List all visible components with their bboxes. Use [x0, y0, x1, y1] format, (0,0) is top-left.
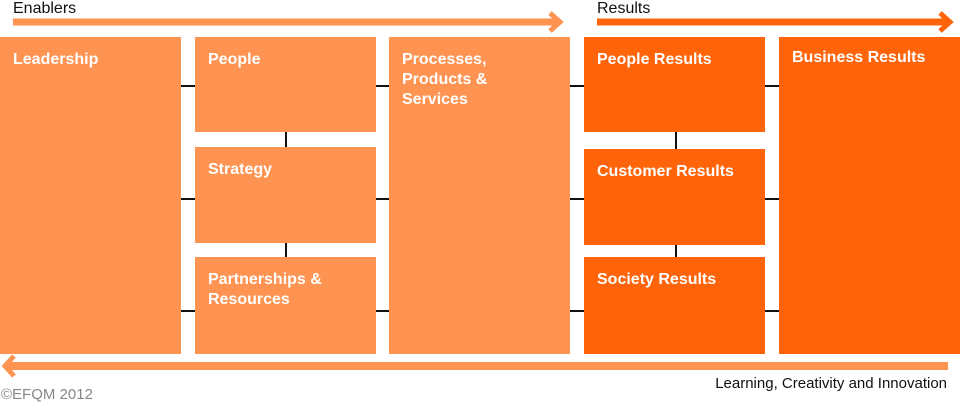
copyright: ©EFQM 2012 [1, 386, 93, 403]
learning-label: Learning, Creativity and Innovation [715, 375, 947, 392]
leadership-label: Leadership [13, 51, 99, 68]
learning-arrow [1, 354, 948, 378]
customer-results-label: Customer Results [597, 163, 734, 180]
connector [285, 132, 287, 147]
connector [181, 85, 195, 87]
connector [570, 310, 584, 312]
people-results-label: People Results [597, 51, 712, 68]
connector [181, 198, 195, 200]
business-results-box: Business Results [779, 37, 960, 354]
connector [570, 85, 584, 87]
customer-results-box: Customer Results [584, 149, 765, 245]
society-results-label: Society Results [597, 271, 717, 288]
partnerships-box: Partnerships & Resources [195, 257, 376, 354]
enablers-arrow [13, 11, 564, 33]
connector [675, 245, 677, 257]
society-results-box: Society Results [584, 257, 765, 354]
processes-box: Processes, Products & Services [389, 37, 570, 354]
business-results-label: Business Results [792, 49, 926, 66]
processes-label: Processes, Products & Services [402, 51, 488, 108]
connector [285, 243, 287, 257]
connector [376, 85, 389, 87]
people-results-box: People Results [584, 37, 765, 132]
partnerships-label: Partnerships & Resources [208, 271, 322, 308]
connector [376, 310, 389, 312]
connector [765, 310, 779, 312]
connector [765, 198, 779, 200]
results-label: Results [597, 0, 651, 17]
people-box: People [195, 37, 376, 132]
leadership-box: Leadership [0, 37, 181, 354]
connector [765, 85, 779, 87]
results-arrow [597, 11, 954, 33]
people-label: People [208, 51, 261, 68]
strategy-box: Strategy [195, 147, 376, 243]
connector [181, 310, 195, 312]
connector [376, 198, 389, 200]
enablers-label: Enablers [13, 0, 77, 17]
connector [570, 198, 584, 200]
strategy-label: Strategy [208, 161, 273, 178]
connector [675, 132, 677, 149]
